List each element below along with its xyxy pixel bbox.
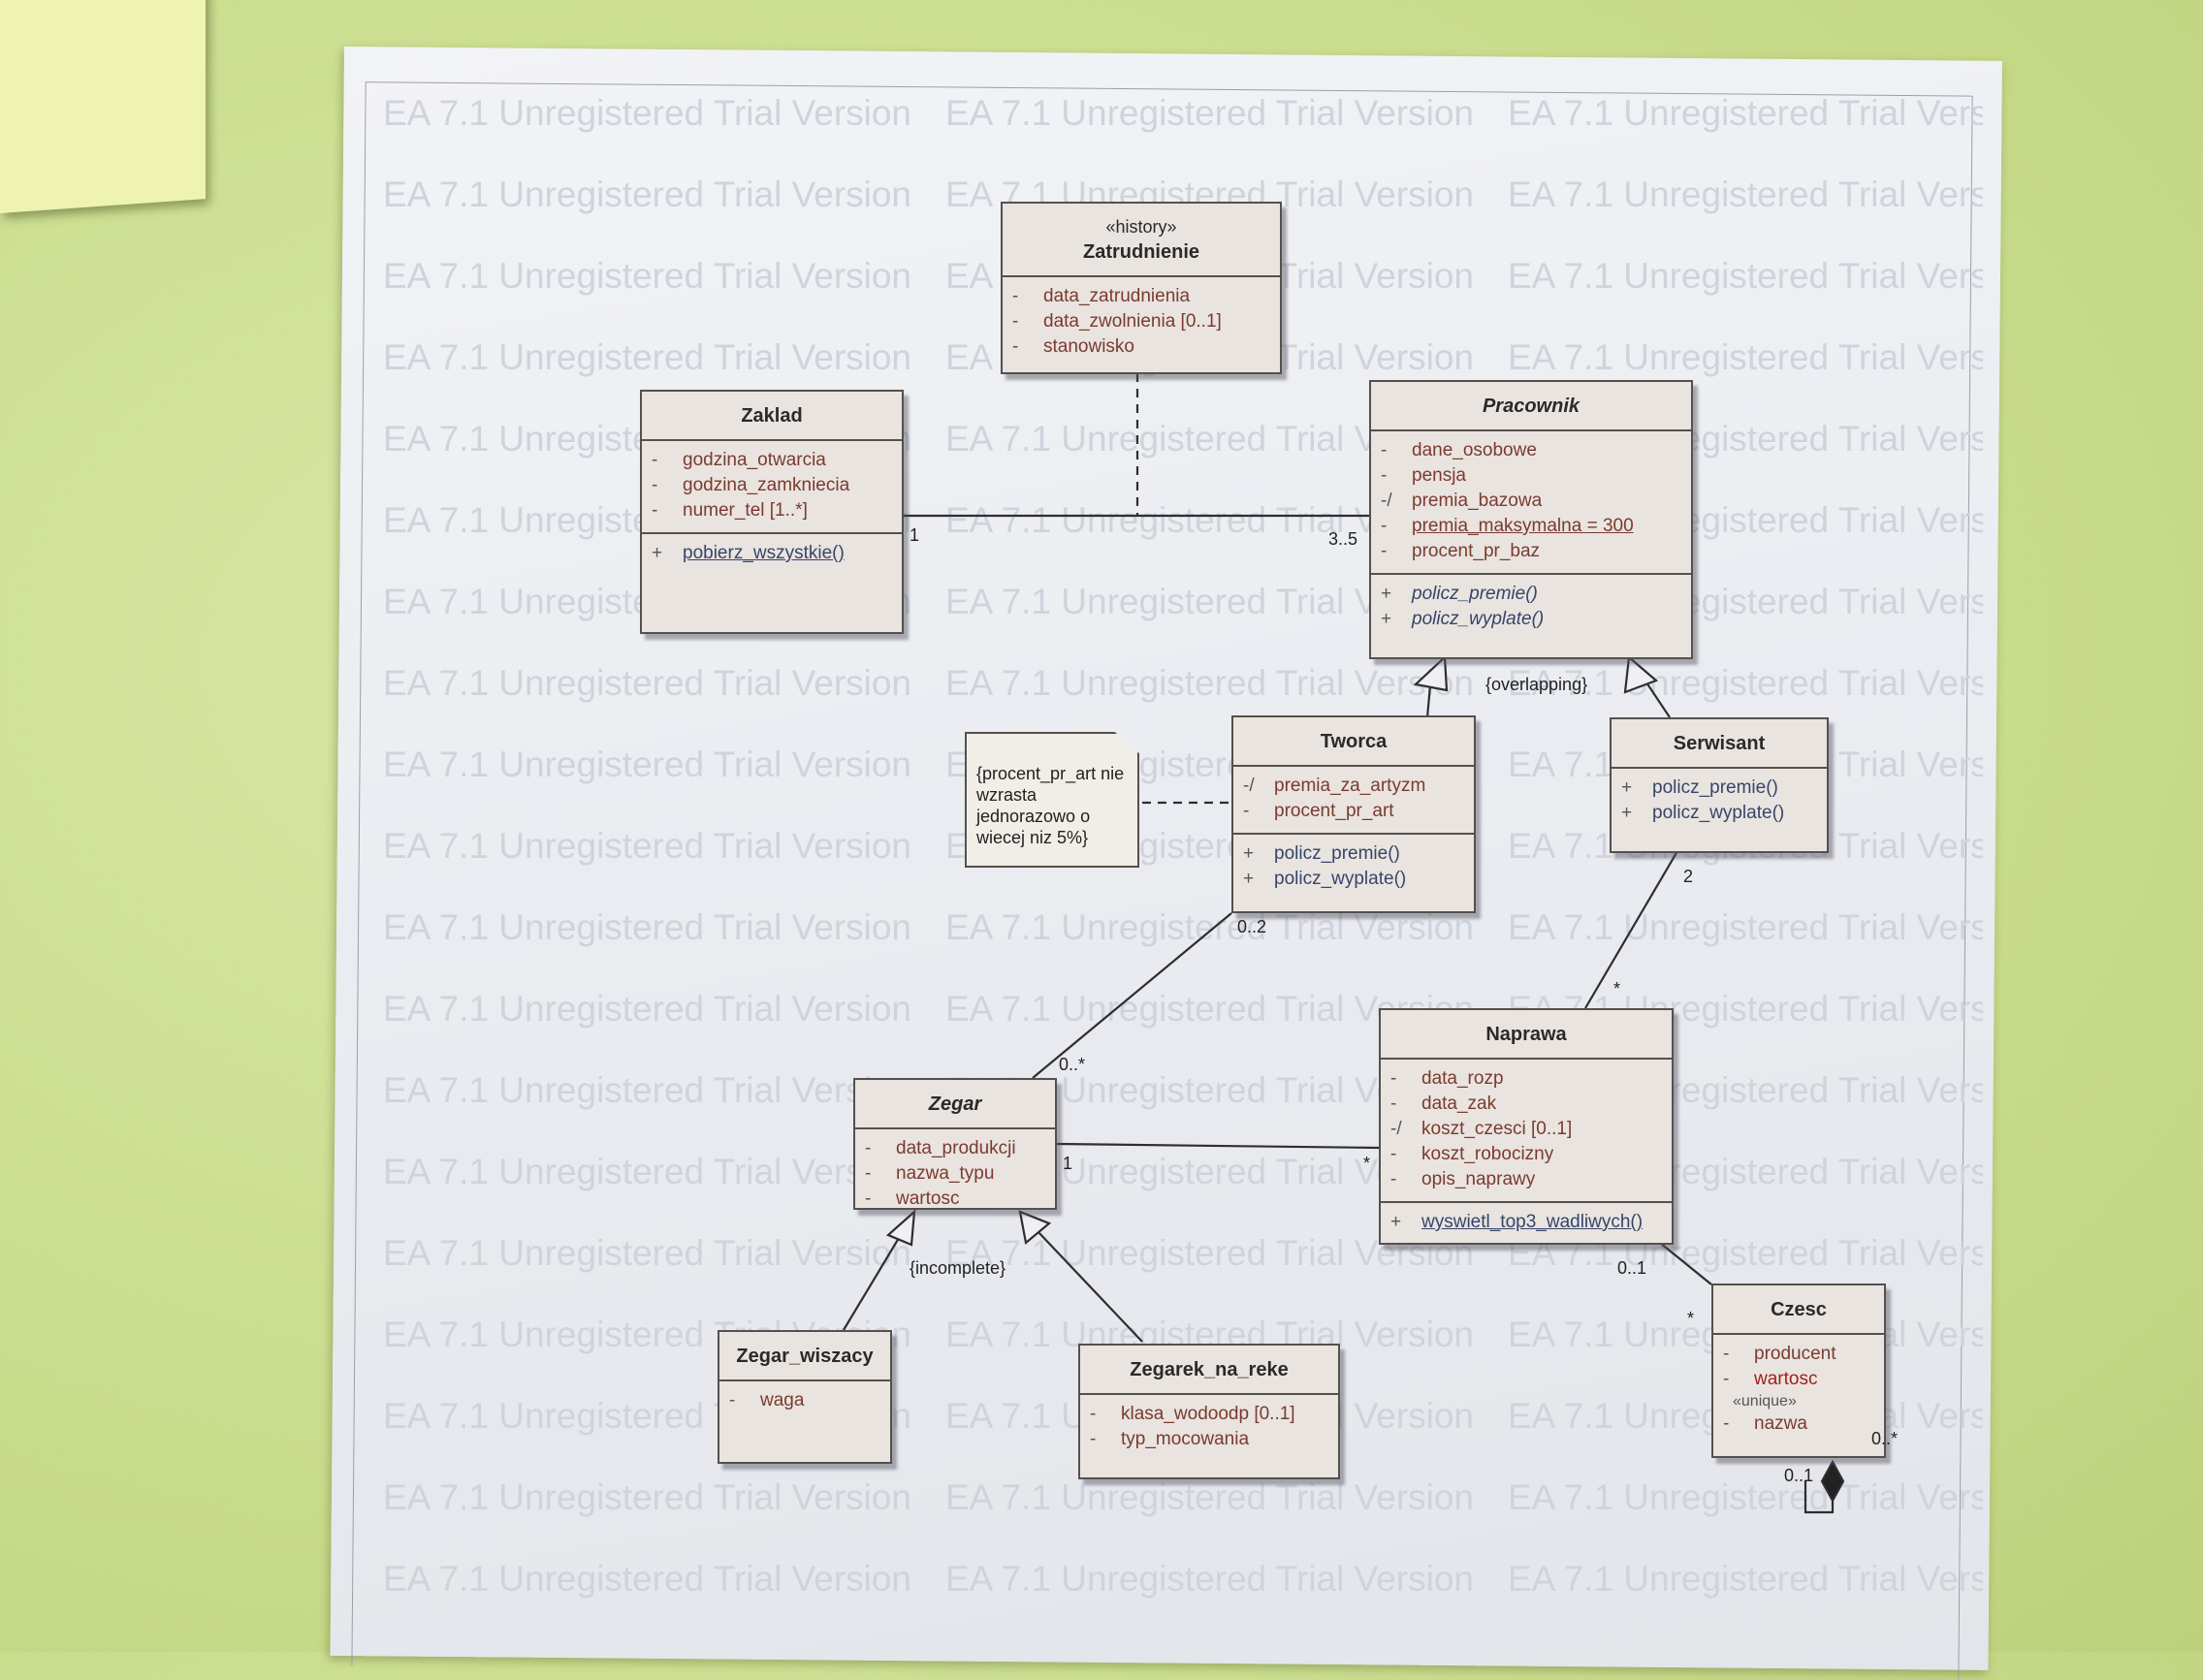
class-name: Zatrudnienie (1082, 241, 1199, 263)
class-pracownik[interactable]: Pracownik -dane_osobowe -pensja -/premia… (1369, 380, 1693, 659)
constraint-label: {overlapping} (1485, 675, 1588, 694)
class-name: Zaklad (642, 392, 902, 441)
multiplicity-label: 0..2 (1237, 917, 1267, 936)
attribute-row: -godzina_otwarcia (652, 450, 826, 470)
constraint-note[interactable]: {procent_pr_art nie wzrasta jednorazowo … (965, 732, 1139, 868)
attribute-row: -data_produkcji (865, 1138, 1016, 1158)
attribute-row: -nazwa (1723, 1413, 1807, 1434)
zegar-naprawa-association (1056, 1142, 1380, 1150)
attribute-row: -godzina_zamkniecia (652, 475, 850, 495)
tworca-zegar-association (1032, 912, 1232, 1079)
attribute-row: -numer_tel [1..*] (652, 500, 808, 521)
attribute-row: -opis_naprawy (1390, 1169, 1536, 1189)
class-name: Pracownik (1371, 382, 1691, 431)
attribute-row: -premia_maksymalna = 300 (1381, 516, 1634, 536)
attribute-row: -procent_pr_art (1243, 801, 1394, 821)
class-tworca[interactable]: Tworca -/premia_za_artyzm -procent_pr_ar… (1231, 715, 1476, 913)
na-reke-generalization-line (1037, 1230, 1143, 1343)
class-name: Czesc (1713, 1285, 1884, 1335)
multiplicity-label: 1 (1063, 1154, 1073, 1173)
na-reke-generalization-arrowhead (1018, 1210, 1052, 1246)
multiplicity-label: 0..1 (1784, 1466, 1814, 1485)
class-czesc[interactable]: Czesc -producent -wartosc «unique» -nazw… (1711, 1284, 1886, 1458)
operation-row: +policz_premie() (1381, 584, 1538, 604)
attribute-row: -stanowisko (1012, 336, 1134, 357)
attribute-row: -nazwa_typu (865, 1163, 995, 1184)
class-name: Serwisant (1612, 719, 1827, 769)
operation-row: +policz_wyplate() (1621, 803, 1785, 823)
czesc-self-composition-diamond (1820, 1459, 1845, 1504)
class-zegarek-na-reke[interactable]: Zegarek_na_reke -klasa_wodoodp [0..1] -t… (1078, 1344, 1340, 1479)
multiplicity-label: 0..1 (1617, 1258, 1647, 1278)
class-zegar[interactable]: Zegar -data_produkcji -nazwa_typu -warto… (853, 1078, 1057, 1210)
wiszacy-generalization-line (843, 1232, 903, 1331)
constraint-label: {incomplete} (910, 1258, 1006, 1278)
attribute-row: -pensja (1381, 465, 1466, 486)
attribute-row: -koszt_robocizny (1390, 1144, 1554, 1164)
class-name: Naprawa (1381, 1010, 1672, 1060)
operation-row: +policz_wyplate() (1243, 869, 1407, 889)
serwisant-naprawa-association (1584, 850, 1678, 1009)
class-name: Zegar (855, 1080, 1055, 1129)
multiplicity-label: 2 (1683, 867, 1694, 886)
multiplicity-label: 3..5 (1328, 529, 1358, 549)
multiplicity-label: 0..* (1871, 1429, 1899, 1448)
attribute-stereotype: «unique» (1733, 1393, 1797, 1410)
attribute-row: -producent (1723, 1344, 1836, 1364)
class-name: Zegar_wiszacy (719, 1332, 890, 1381)
attribute-row: -typ_mocowania (1090, 1429, 1250, 1449)
attribute-row: -waga (729, 1390, 805, 1411)
tworca-generalization-arrowhead (1413, 654, 1449, 692)
multiplicity-label: * (1613, 979, 1621, 998)
attribute-row: -wartosc (1723, 1369, 1818, 1389)
attribute-row: -data_rozp (1390, 1068, 1504, 1089)
attribute-row: -data_zak (1390, 1094, 1497, 1114)
class-naprawa[interactable]: Naprawa -data_rozp -data_zak -/koszt_cze… (1379, 1008, 1674, 1245)
class-zegar-wiszacy[interactable]: Zegar_wiszacy -waga (718, 1330, 892, 1464)
operation-row: +policz_premie() (1621, 777, 1778, 798)
class-serwisant[interactable]: Serwisant +policz_premie() +policz_wypla… (1610, 717, 1829, 853)
operation-row: +policz_wyplate() (1381, 609, 1545, 629)
attribute-row: -/premia_bazowa (1381, 491, 1543, 511)
wiszacy-generalization-arrowhead (885, 1209, 916, 1247)
operation-row: +wyswietl_top3_wadliwych() (1390, 1212, 1644, 1232)
multiplicity-label: * (1363, 1154, 1371, 1173)
class-stereotype: «history» (1105, 217, 1177, 237)
class-name: Zegarek_na_reke (1080, 1346, 1338, 1395)
operation-row: +pobierz_wszystkie() (652, 543, 845, 563)
class-zaklad[interactable]: Zaklad -godzina_otwarcia -godzina_zamkni… (640, 390, 904, 634)
attribute-row: -procent_pr_baz (1381, 541, 1541, 561)
naprawa-czesc-association (1659, 1242, 1712, 1285)
class-zatrudnienie[interactable]: «history» Zatrudnienie -data_zatrudnieni… (1001, 202, 1282, 374)
attribute-row: -dane_osobowe (1381, 440, 1537, 460)
multiplicity-label: 0..* (1059, 1055, 1086, 1074)
attribute-row: -klasa_wodoodp [0..1] (1090, 1404, 1295, 1424)
multiplicity-label: * (1687, 1309, 1695, 1328)
attribute-row: -/premia_za_artyzm (1243, 776, 1426, 796)
attribute-row: -data_zwolnienia [0..1] (1012, 311, 1222, 332)
attribute-row: -wartosc (865, 1189, 960, 1209)
operation-row: +policz_premie() (1243, 843, 1400, 864)
class-name: Tworca (1233, 717, 1474, 767)
serwisant-generalization-arrowhead (1623, 654, 1659, 694)
multiplicity-label: 1 (910, 525, 920, 545)
attribute-row: -/koszt_czesci [0..1] (1390, 1119, 1573, 1139)
attribute-row: -data_zatrudnienia (1012, 286, 1191, 306)
